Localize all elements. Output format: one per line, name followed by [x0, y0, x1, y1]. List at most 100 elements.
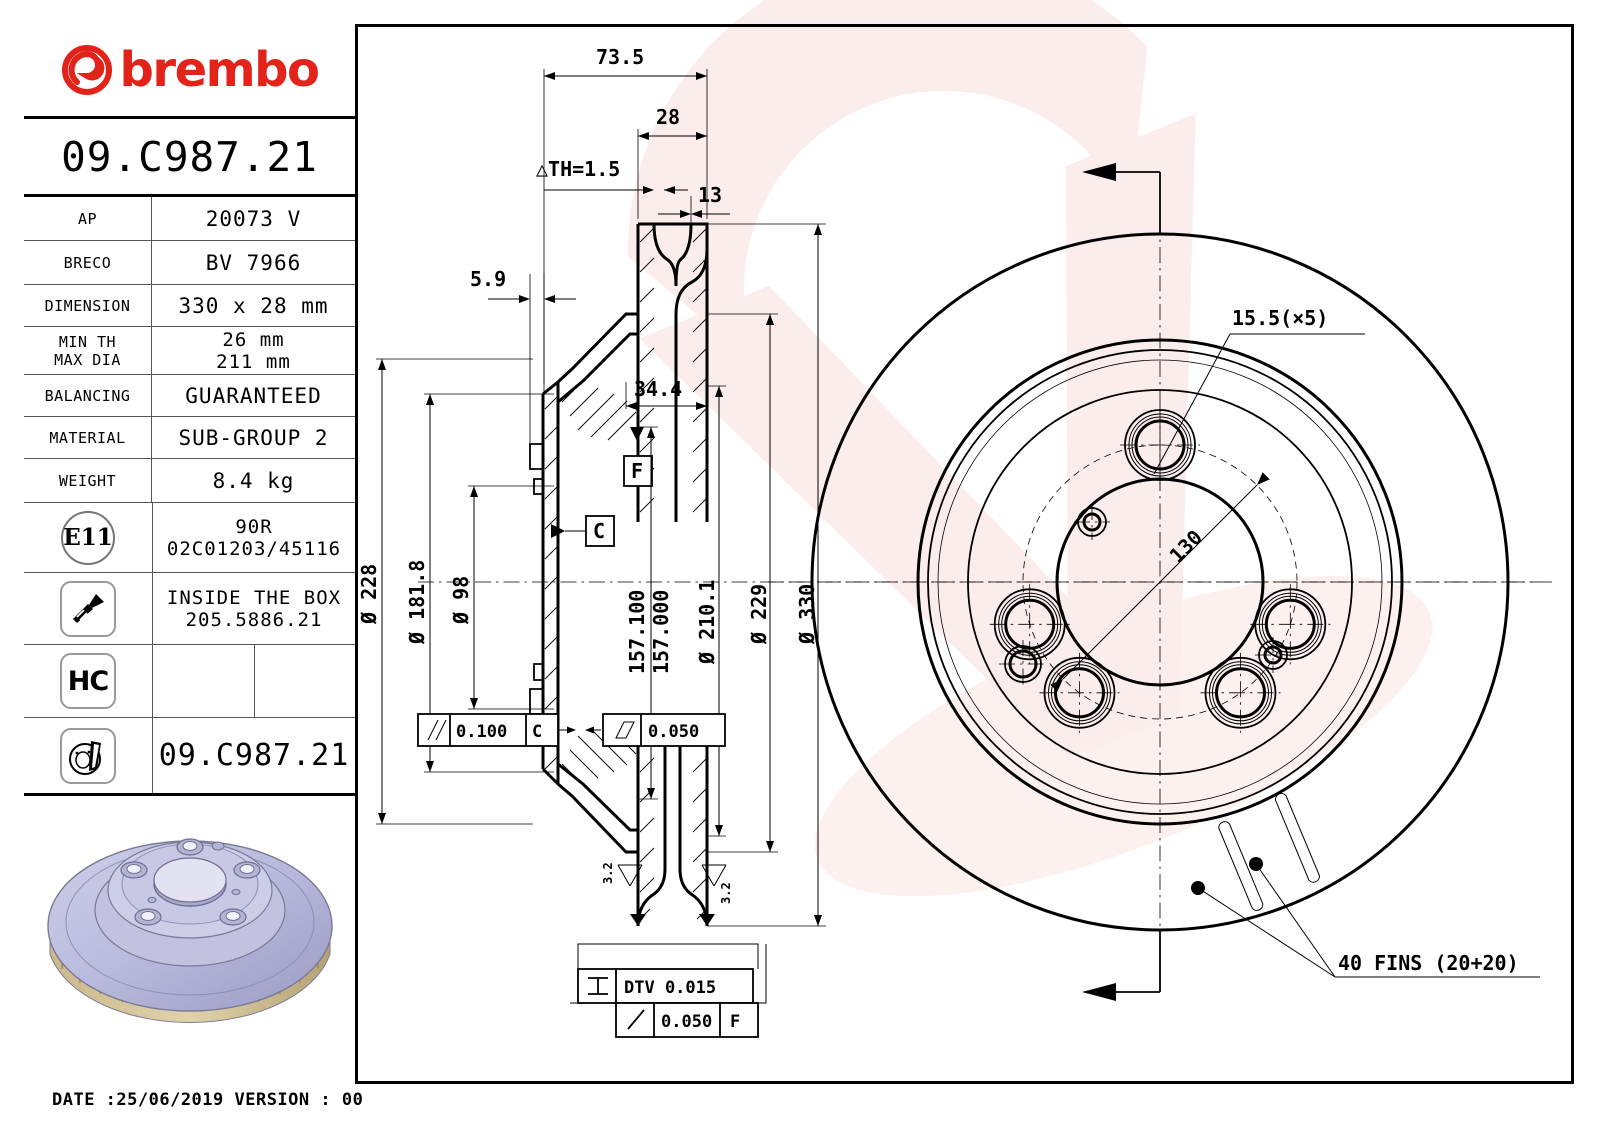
hat-mounting-steps: [529, 443, 543, 715]
dim-34-4-label: 34.4: [634, 377, 682, 401]
spec-value-breco: BV 7966: [205, 250, 302, 275]
e11-approval-icon: E11: [24, 503, 153, 572]
dim-dia-229: Ø 229: [707, 313, 778, 853]
bolt-hole: [1200, 652, 1281, 733]
spec-label-balancing: BALANCING: [24, 375, 152, 416]
face-view: 15.5(×5) 130 40 FINS (20+20): [768, 163, 1552, 1001]
dim-dia-210-1-label: Ø 210.1: [695, 580, 719, 665]
tolerance-frame-flatness: 0.050: [585, 713, 726, 747]
part-number-cell: 09.C987.21: [24, 119, 355, 197]
dim-th-variation: △TH=1.5: [536, 157, 688, 194]
homologation-line2: 02C01203/45116: [166, 537, 342, 560]
brembo-mark-icon: [61, 45, 112, 95]
brembo-wordmark: brembo: [119, 42, 320, 98]
spec-value-ap: 20073 V: [205, 206, 302, 231]
spec-value-maxdia: 211 mm: [216, 350, 291, 373]
screws-line1: INSIDE THE BOX: [166, 586, 342, 609]
tolerance-dtv-value: DTV 0.015: [624, 978, 716, 998]
tolerance-frame-runout: 0.050 F: [615, 1002, 759, 1038]
tolerance-runout-value: 0.050: [661, 1012, 712, 1032]
brake-disc-photo: [46, 837, 333, 1023]
section-arrow-bottom: [1082, 930, 1161, 1001]
dtv-leader: [570, 943, 767, 1004]
hat-profile: [541, 312, 638, 854]
part-number: 09.C987.21: [61, 132, 318, 181]
dim-13: 13: [658, 183, 730, 224]
hat-outer-circle: [916, 338, 1404, 826]
spec-row-ap: AP 20073 V: [24, 197, 355, 241]
spec-label-minth-maxdia: MIN TH MAX DIA: [24, 327, 152, 374]
dim-dia-98: Ø 98: [449, 485, 554, 710]
bolt-hole: [1250, 584, 1331, 665]
surface-finish-left-label: 3.2: [601, 862, 615, 884]
center-bore-circle: [1055, 477, 1265, 687]
datum-f-label: F: [631, 459, 643, 483]
disc-outer-circle: [810, 232, 1510, 932]
surface-finish-right-label: 3.2: [719, 882, 733, 904]
tolerance-parallelism-value: 0.100: [456, 722, 507, 742]
dim-dia-228: Ø 228: [358, 358, 533, 825]
hat-outer-circle-3: [937, 359, 1383, 805]
dim-dia-210-1: Ø 210.1: [695, 385, 726, 837]
screws-line2: 205.5886.21: [185, 608, 323, 631]
dim-13-label: 13: [698, 183, 722, 207]
spec-value-minth: 26 mm: [222, 328, 285, 351]
bolt-hole: [1120, 405, 1200, 485]
spec-row-minth-maxdia: MIN TH MAX DIA 26 mm 211 mm: [24, 327, 355, 375]
bolt-hole: [1039, 652, 1120, 733]
dim-28: 28: [637, 105, 707, 219]
locating-hole: [1074, 504, 1110, 540]
cross-section-view: 73.5 28 △TH=1.5 13: [358, 45, 1538, 1038]
dtv-arrow-left: [630, 914, 646, 926]
dim-dia-228-label: Ø 228: [358, 564, 381, 625]
spec-value-weight: 8.4 kg: [212, 468, 295, 493]
tolerance-runout-datum: F: [730, 1012, 740, 1032]
datum-f: F: [623, 427, 653, 487]
hat-outer-circle-2: [927, 349, 1393, 815]
section-outline: [636, 222, 709, 927]
dim-dia-181-8-label: Ø 181.8: [405, 560, 429, 645]
spec-value-screws: INSIDE THE BOX 205.5886.21: [153, 573, 355, 644]
spec-label-ap: AP: [24, 197, 152, 240]
spec-row-hc: HC: [24, 645, 355, 718]
homologation-line1: 90R: [235, 515, 273, 538]
surface-finish-left: 3.2: [601, 862, 643, 887]
annotation-bolt-hole-dia-label: 15.5(×5): [1232, 306, 1328, 330]
spec-label-dimension: DIMENSION: [24, 285, 152, 326]
dim-dia-157-upper: 157.100: [625, 590, 649, 674]
bolt-hole: [989, 584, 1070, 665]
dim-28-label: 28: [656, 105, 680, 129]
dim-34-4: 34.4: [625, 377, 708, 410]
spec-label-maxdia: MAX DIA: [54, 350, 121, 369]
spec-value-disc-reference: 09.C987.21: [158, 738, 350, 773]
hat-flange-circle: [967, 389, 1353, 775]
spec-row-disc-reference: 09.C987.21: [24, 718, 355, 796]
hc-empty-right: [255, 645, 356, 717]
tolerance-frame-dtv: DTV 0.015: [577, 968, 754, 1004]
spec-value-material: SUB-GROUP 2: [178, 425, 329, 450]
spec-table: brembo 09.C987.21 AP 20073 V BRECO BV 79…: [24, 24, 358, 1084]
spec-value-homologation: 90R 02C01203/45116: [153, 503, 355, 572]
hc-label: HC: [67, 665, 109, 697]
dim-th-label: △TH=1.5: [536, 157, 620, 181]
annotation-fins-label: 40 FINS (20+20): [1338, 951, 1519, 975]
technical-drawing: 73.5 28 △TH=1.5 13: [358, 24, 1574, 1084]
product-photo-cell: [24, 796, 355, 1046]
hc-icon-cell: HC: [24, 645, 153, 717]
dim-73-5-label: 73.5: [596, 45, 644, 69]
datum-c: C: [551, 515, 615, 547]
screw-icon: [60, 580, 116, 637]
hc-empty-left: [153, 645, 255, 717]
spec-row-balancing: BALANCING GUARANTEED: [24, 375, 355, 417]
footer-date-version: DATE :25/06/2019 VERSION : 00: [52, 1090, 364, 1110]
annotation-bolt-hole-dia: 15.5(×5): [1153, 306, 1365, 475]
locating-hole-group: [999, 504, 1291, 688]
annotation-bolt-circle-label: 130: [1165, 525, 1208, 568]
spec-row-breco: BRECO BV 7966: [24, 241, 355, 285]
locating-hole: [999, 640, 1047, 688]
section-hatching: [544, 227, 708, 920]
spec-label-minth: MIN TH: [58, 332, 117, 351]
dim-73-5: 73.5: [543, 45, 708, 384]
bolt-hole-group: [989, 405, 1331, 733]
dim-dia-157-lower: 157.000: [649, 590, 673, 674]
